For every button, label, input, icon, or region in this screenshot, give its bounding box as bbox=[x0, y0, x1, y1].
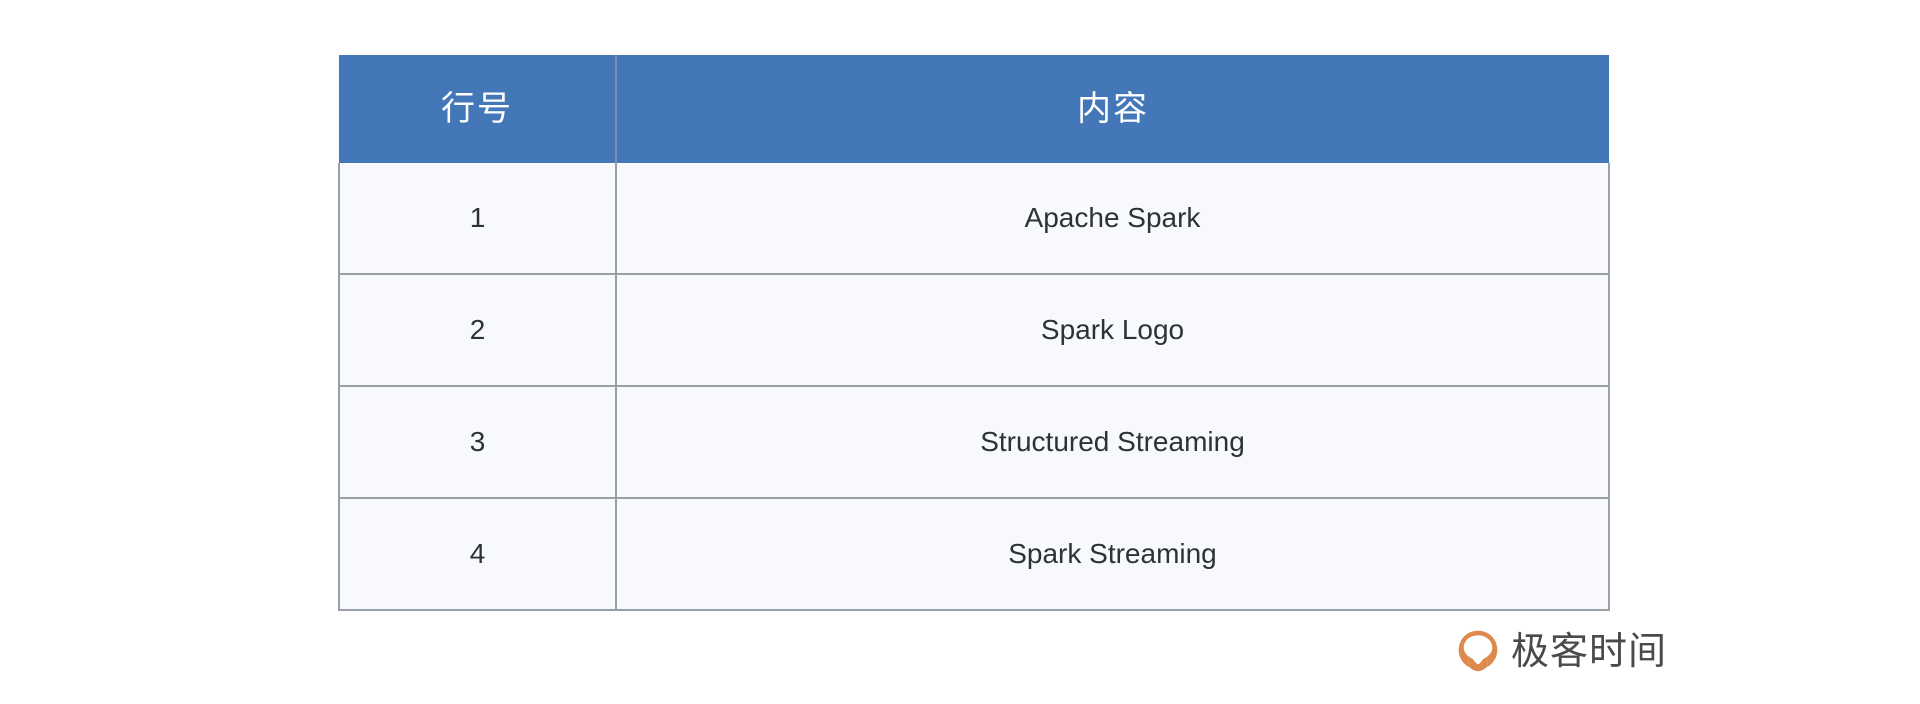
cell-content-text: Apache Spark bbox=[1024, 202, 1201, 234]
cell-line-number-text: 4 bbox=[469, 538, 486, 570]
cell-line-number-text: 1 bbox=[469, 202, 486, 234]
cell-content: Structured Streaming bbox=[616, 386, 1610, 499]
table-row: 2 Spark Logo bbox=[338, 274, 1610, 387]
table-header: 行号 内容 bbox=[339, 55, 1609, 163]
table-header-row: 行号 内容 bbox=[339, 55, 1609, 163]
table-row: 3 Structured Streaming bbox=[338, 386, 1610, 499]
content-table-wrapper: 行号 内容 1 Apache Spark 2 bbox=[338, 55, 1610, 611]
cell-line-number-text: 3 bbox=[469, 426, 486, 458]
cell-content: Apache Spark bbox=[616, 163, 1610, 275]
cell-content-text: Spark Logo bbox=[1040, 314, 1185, 346]
table-row: 4 Spark Streaming bbox=[338, 498, 1610, 611]
watermark: 极客时间 bbox=[1455, 628, 1667, 674]
column-header-content: 内容 bbox=[616, 55, 1609, 163]
cell-content-text: Spark Streaming bbox=[1008, 538, 1217, 570]
cell-line-number: 2 bbox=[338, 274, 617, 387]
content-table: 行号 内容 1 Apache Spark 2 bbox=[338, 55, 1610, 611]
cell-content: Spark Streaming bbox=[616, 498, 1610, 611]
geektime-logo-icon bbox=[1458, 630, 1498, 672]
cell-content: Spark Logo bbox=[616, 274, 1610, 387]
cell-line-number: 1 bbox=[338, 163, 617, 275]
cell-line-number: 3 bbox=[338, 386, 617, 499]
watermark-text: 极客时间 bbox=[1511, 629, 1668, 673]
table-row: 1 Apache Spark bbox=[338, 163, 1610, 275]
cell-line-number-text: 2 bbox=[469, 314, 486, 346]
table-body: 1 Apache Spark 2 Spark Logo bbox=[338, 163, 1610, 611]
cell-line-number: 4 bbox=[338, 498, 617, 611]
cell-content-text: Structured Streaming bbox=[980, 426, 1245, 458]
column-header-line-number: 行号 bbox=[339, 55, 617, 163]
